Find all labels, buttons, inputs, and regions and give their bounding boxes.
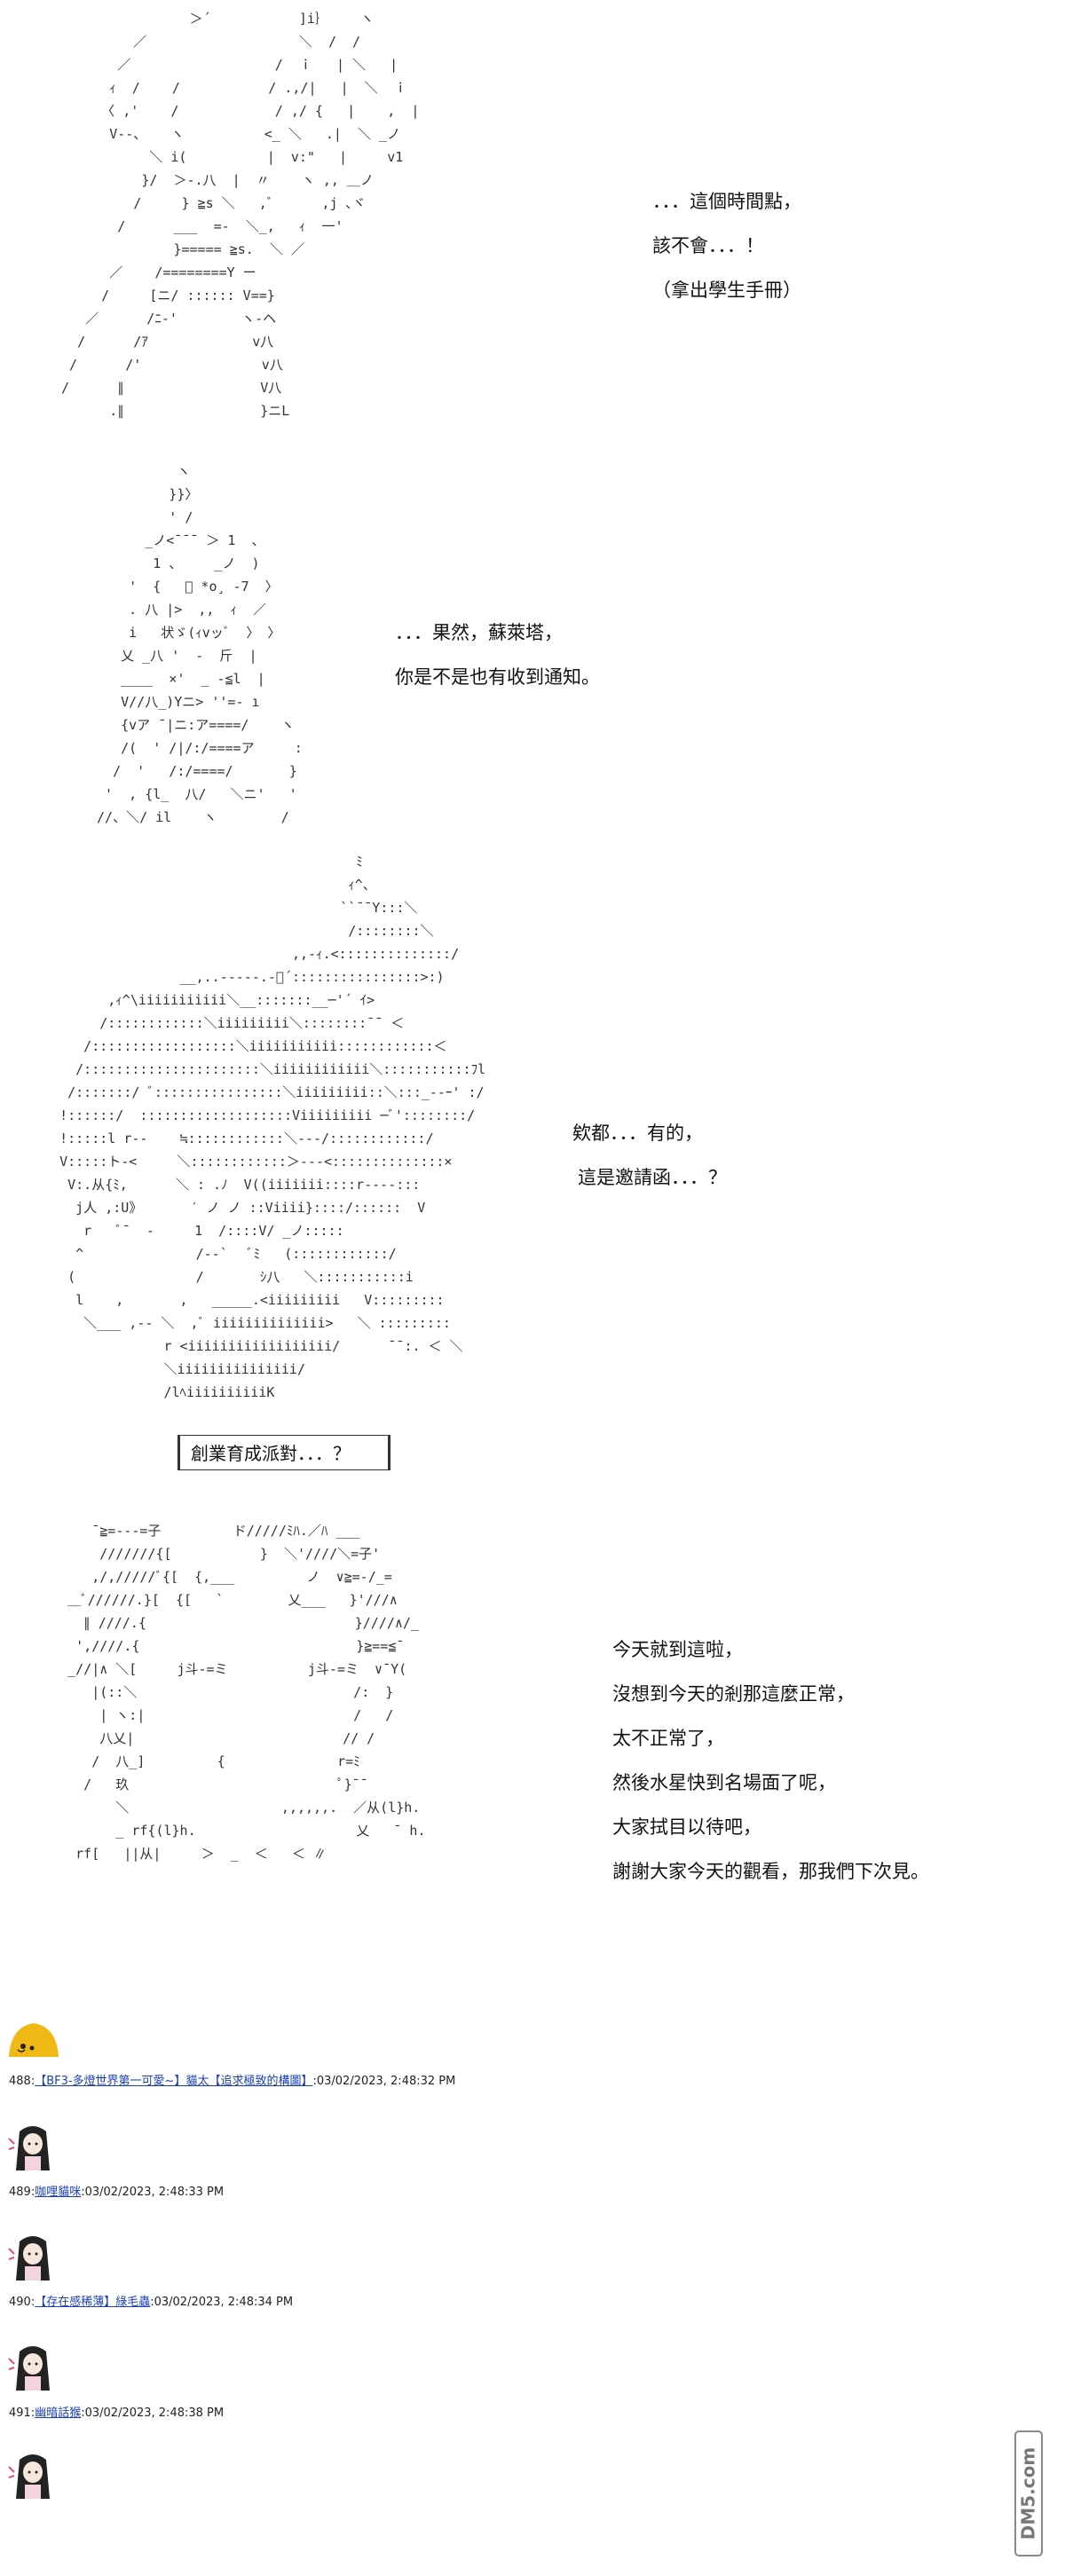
dialogue-line: 大家拭目以待吧， xyxy=(612,1816,761,1838)
dialogue-panel-1: ．．．這個時間點， 該不會．．．！ （拿出學生手冊） xyxy=(652,179,801,312)
dialogue-line: 欸都．．．有的， xyxy=(572,1123,703,1144)
post-author-link[interactable]: 幽暗話猴 xyxy=(35,2407,82,2420)
avatar-yellow-icon xyxy=(9,2023,59,2057)
speech-box: 創業育成派對．．．？ xyxy=(178,1435,390,1470)
avatar-girl-icon xyxy=(8,2454,50,2499)
post-timestamp: :03/02/2023, 2:48:32 PM xyxy=(312,2075,456,2088)
ascii-art-panel-2: ヽ }}〉 ' / _ノ<¯¯¯ ＞ 1 、 1 、 _ノ ) ' { ﾞ *o… xyxy=(97,463,303,825)
dm5-watermark-logo: DM5.com xyxy=(1014,2430,1043,2556)
post-author-link[interactable]: 【BF3-多燈世界第一可愛~】貓太【追求極致的構圖】 xyxy=(35,2075,313,2088)
dialogue-line: 今天就到這啦， xyxy=(612,1639,743,1660)
dialogue-line: 你是不是也有收到通知。 xyxy=(395,666,600,688)
post-entry-488: 488:【BF3-多燈世界第一可愛~】貓太【追求極致的構圖】:03/02/202… xyxy=(9,2071,455,2088)
post-number: 491: xyxy=(9,2407,36,2420)
post-timestamp: :03/02/2023, 2:48:34 PM xyxy=(150,2296,294,2309)
ascii-art-panel-1: ＞´ ]i｝ ヽ ／ ＼ / / ／ / ｉ | ＼ | ｨ / / / .,/… xyxy=(61,11,420,419)
post-timestamp: :03/02/2023, 2:48:38 PM xyxy=(81,2407,225,2420)
watermark-text: DM5.com xyxy=(1018,2447,1039,2540)
dialogue-line: 太不正常了， xyxy=(612,1728,724,1749)
post-number: 488: xyxy=(9,2075,36,2088)
dialogue-line: 沒想到今天的剎那這麼正常， xyxy=(612,1683,855,1705)
ascii-art-panel-4: ¯≧=---=子 ド/////ﾐﾊ.／ﾊ ___ ///////{[ } ＼'/… xyxy=(67,1523,426,1862)
dialogue-line: 這是邀請函．．．？ xyxy=(578,1167,727,1188)
dialogue-line: ．．．這個時間點， xyxy=(652,191,801,212)
avatar-girl-icon xyxy=(8,2346,50,2391)
dialogue-line: ．．．果然，蘇萊塔， xyxy=(395,622,563,643)
post-entry-489: 489:咖哩貓咪:03/02/2023, 2:48:33 PM xyxy=(9,2182,224,2199)
dialogue-line: 該不會．．．！ xyxy=(652,235,764,256)
post-author-link[interactable]: 咖哩貓咪 xyxy=(35,2186,82,2199)
avatar-girl-icon xyxy=(8,2126,50,2170)
post-author-link[interactable]: 【存在感稀薄】綠毛蟲 xyxy=(35,2296,151,2309)
dialogue-panel-3: 欸都．．．有的， 這是邀請函．．．？ xyxy=(572,1111,727,1200)
dialogue-line: 然後水星快到名場面了呢， xyxy=(612,1772,836,1793)
post-timestamp: :03/02/2023, 2:48:33 PM xyxy=(81,2186,225,2199)
avatar-girl-icon xyxy=(8,2236,50,2281)
post-number: 489: xyxy=(9,2186,36,2199)
ascii-art-panel-3: ﾐ ｨ^、 ``¯¯Y:::＼ /::::::::＼ ,,-ｨ.<:::::::… xyxy=(59,854,486,1400)
post-number: 490: xyxy=(9,2296,36,2309)
dialogue-line: 謝謝大家今天的觀看，那我們下次見。 xyxy=(612,1861,929,1882)
post-entry-491: 491:幽暗話猴:03/02/2023, 2:48:38 PM xyxy=(9,2403,224,2420)
dialogue-panel-2: ．．．果然，蘇萊塔， 你是不是也有收到通知。 xyxy=(395,611,600,699)
dialogue-line: （拿出學生手冊） xyxy=(652,280,801,301)
dialogue-panel-4: 今天就到這啦， 沒想到今天的剎那這麼正常， 太不正常了， 然後水星快到名場面了呢… xyxy=(612,1627,929,1894)
post-entry-490: 490:【存在感稀薄】綠毛蟲:03/02/2023, 2:48:34 PM xyxy=(9,2292,293,2309)
